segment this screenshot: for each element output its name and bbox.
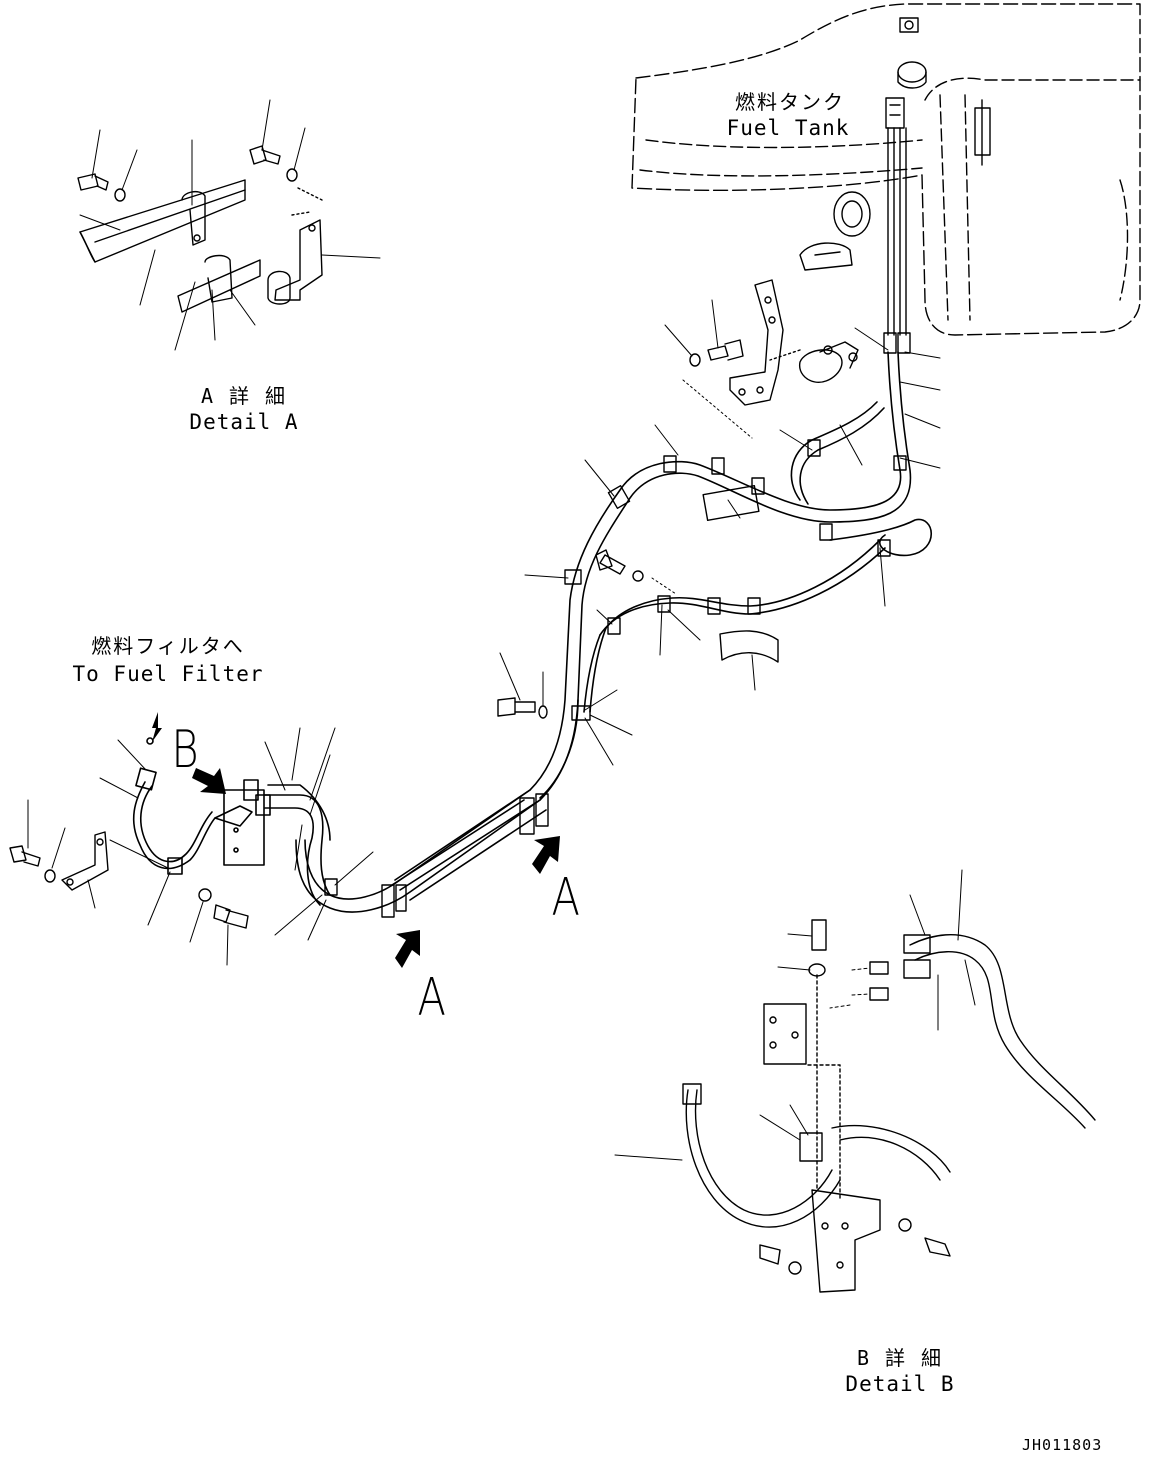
fuel-tank xyxy=(631,3,1141,336)
detail-b-illustration xyxy=(682,919,1096,1293)
view-arrow-a-1 xyxy=(395,930,420,968)
tank-bracket-assembly xyxy=(729,279,859,406)
to-fuel-filter-label-en: To Fuel Filter xyxy=(72,662,264,686)
view-b-label: B xyxy=(171,720,199,780)
fuel-tank-label-en: Fuel Tank xyxy=(726,116,850,140)
detail-b-label-jp: B 詳 細 xyxy=(856,1346,944,1370)
detail-a-illustration xyxy=(77,145,323,313)
main-hose-route xyxy=(264,351,933,913)
to-fuel-filter-label-jp: 燃料フィルタへ xyxy=(91,634,245,658)
view-a-label-2: A xyxy=(551,868,581,928)
view-a-label-1: A xyxy=(417,968,447,1028)
drawing-code: JH011803 xyxy=(1022,1436,1103,1454)
detail-a-label-en: Detail A xyxy=(189,410,299,434)
detail-a-label-jp: A 詳 細 xyxy=(200,384,288,408)
view-arrow-a-2 xyxy=(532,836,560,874)
fuel-tank-label-jp: 燃料タンク xyxy=(735,90,845,114)
view-arrow-b xyxy=(192,768,226,794)
detail-b-label-en: Detail B xyxy=(845,1372,955,1396)
bolts-and-washers xyxy=(9,339,779,929)
tank-outlet-tubes xyxy=(883,127,911,354)
hose-clamps xyxy=(324,439,907,918)
leader-lines xyxy=(27,99,976,1161)
view-arrows xyxy=(152,712,560,968)
fuel-filter-connection xyxy=(132,737,271,875)
